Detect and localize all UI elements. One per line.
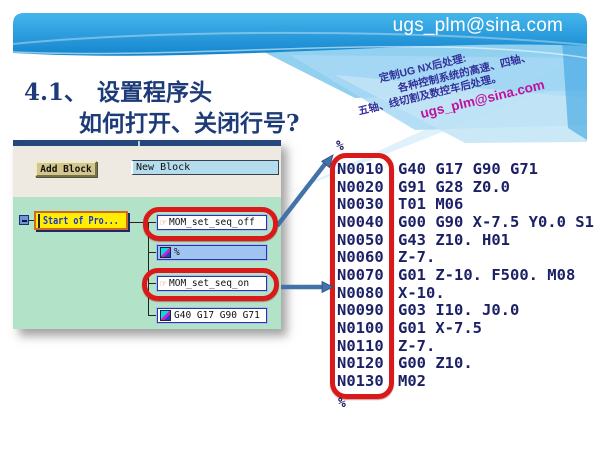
tree-block-label: MOM_set_seq_on	[168, 278, 249, 289]
gcode-text: T01 M06	[398, 195, 464, 213]
tree-block--[interactable]: %	[156, 244, 268, 261]
sequence-number: N0030	[337, 195, 384, 213]
cube-icon	[160, 310, 171, 321]
tree-block-label: MOM_set_seq_off	[168, 217, 255, 228]
tree-line	[129, 222, 148, 223]
tree-root-label: Start of Pro...	[43, 214, 119, 227]
minus-icon	[22, 220, 27, 222]
seq-numbers-highlight-box	[330, 153, 394, 399]
band-swoosh	[12, 31, 588, 46]
page-title: 4.1、设置程序头	[24, 73, 212, 107]
gcode-text: X-10.	[398, 284, 445, 302]
title-text: 设置程序头	[97, 79, 213, 106]
sequence-number: N0050	[337, 231, 384, 249]
hand-icon: ☞	[160, 276, 167, 290]
gcode-text: Z-7.	[398, 248, 436, 266]
tree-block-label: G40 G17 G90 G71	[174, 310, 260, 321]
gcode-text: G40 G17 G90 G71	[398, 160, 538, 178]
wedge-shape	[562, 40, 587, 140]
sequence-number: N0090	[337, 301, 384, 319]
band-swoosh	[12, 45, 588, 59]
gcode-text: G00 G90 X-7.5 Y0.0 S1	[398, 213, 594, 231]
tree-line	[29, 220, 34, 221]
gcode-text: G03 I10. J0.0	[398, 301, 520, 319]
post-builder-screenshot: Add Block New Block Start of Pro... ☞MOM…	[13, 140, 281, 329]
page-subtitle: 如何打开、关闭行号?	[79, 110, 300, 137]
tree-block-g40-g17-g90-g71[interactable]: G40 G17 G90 G71	[156, 307, 268, 324]
tree-line	[149, 252, 157, 253]
add-block-button[interactable]: Add Block	[35, 161, 97, 177]
title-number: 4.1、	[24, 79, 88, 106]
highlight-circle-seq-on	[142, 268, 279, 301]
gcode-text: G43 Z10. H01	[398, 231, 510, 249]
gcode-text: Z-7.	[398, 337, 436, 355]
tree-expander-minus[interactable]	[19, 215, 29, 225]
header-email: ugs_plm@sina.com	[392, 15, 563, 36]
program-start-icon	[38, 213, 40, 228]
sequence-number: N0010	[337, 160, 384, 178]
tree-block-label: %	[174, 247, 180, 258]
gcode-text: G00 Z10.	[398, 354, 473, 372]
nc-start-percent: %	[336, 139, 344, 154]
tree-block-mom-set-seq-off[interactable]: ☞MOM_set_seq_off	[156, 214, 268, 231]
tree-root-node[interactable]: Start of Pro...	[34, 211, 128, 230]
sequence-number: N0080	[337, 284, 384, 302]
wedge-shape	[335, 75, 587, 143]
sequence-number: N0060	[337, 248, 384, 266]
nc-end-percent: %	[338, 396, 346, 411]
cube-icon	[160, 247, 171, 258]
window-top-bar	[13, 140, 281, 146]
sequence-number: N0130	[337, 372, 384, 390]
new-block-input[interactable]: New Block	[131, 160, 279, 175]
gcode-text: G01 Z-10. F500. M08	[398, 266, 576, 284]
sequence-number: N0110	[337, 337, 384, 355]
highlight-circle-seq-off	[143, 207, 278, 241]
header-band	[13, 13, 587, 56]
sequence-number: N0120	[337, 354, 384, 372]
top-bar-divider	[138, 141, 140, 146]
hand-icon: ☞	[160, 215, 167, 229]
tree-line	[149, 315, 157, 316]
gcode-text: G91 G28 Z0.0	[398, 178, 510, 196]
sequence-number: N0100	[337, 319, 384, 337]
sequence-number: N0040	[337, 213, 384, 231]
gcode-text: M02	[398, 372, 426, 390]
gcode-text: G01 X-7.5	[398, 319, 482, 337]
tree-connector-line	[148, 222, 149, 316]
sequence-number: N0070	[337, 266, 384, 284]
sequence-number: N0020	[337, 178, 384, 196]
